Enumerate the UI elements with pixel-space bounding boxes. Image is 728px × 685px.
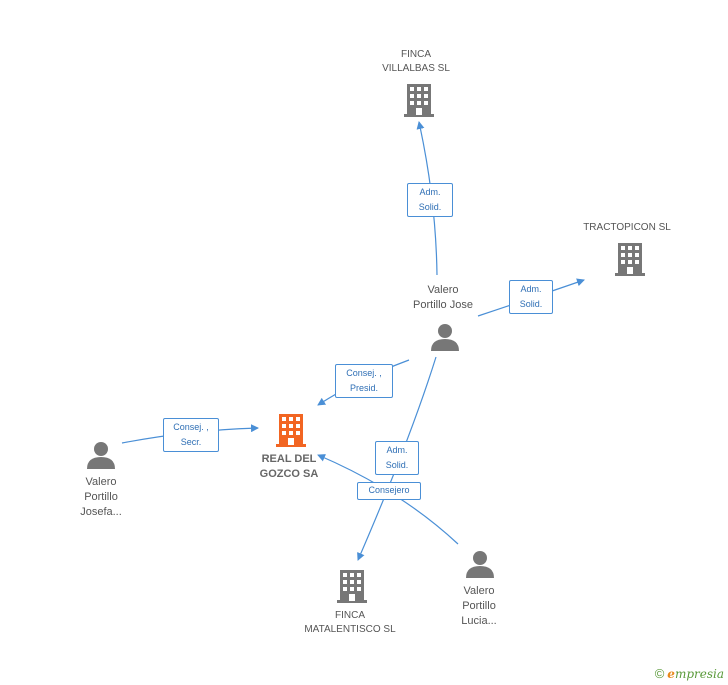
node-label-line: Josefa... (80, 506, 122, 518)
node-label-valero-jose[interactable]: Valero Portillo Jose (393, 283, 493, 313)
edge-label-line: Adm. (386, 445, 408, 455)
node-label-line: Valero (427, 284, 459, 296)
node-label-line: Valero (463, 585, 495, 597)
person-icon (466, 551, 494, 578)
edge-label-line: Consejero (368, 485, 410, 495)
edge-label-line: Adm. (520, 284, 542, 294)
building-icon (404, 84, 434, 117)
node-label-line: Portillo Jose (413, 299, 473, 311)
person-icon (87, 442, 115, 469)
edge-label-jose-tractopicon[interactable]: Adm. Solid. (509, 280, 553, 314)
edge-label-line: Consej. , (346, 368, 382, 378)
edge-label-line: Consej. , (173, 422, 209, 432)
edge-label-jose-matalentisco[interactable]: Adm. Solid. (375, 441, 419, 475)
node-label-line: VILLALBAS SL (382, 63, 450, 74)
copyright-icon: © (654, 666, 665, 681)
node-label-tractopicon[interactable]: TRACTOPICON SL (572, 221, 682, 235)
node-label-line: GOZCO SA (259, 468, 319, 480)
edge-label-line: Solid. (418, 202, 442, 212)
edge-label-josefa-center[interactable]: Consej. , Secr. (163, 418, 219, 452)
edge-label-line: Solid. (385, 460, 409, 470)
node-label-line: Portillo (462, 600, 496, 612)
edges (121, 121, 585, 561)
node-label-center-company[interactable]: REAL DEL GOZCO SA (241, 452, 337, 482)
person-icon (431, 324, 459, 351)
edge-label-line: Adm. (419, 187, 441, 197)
building-icon-highlighted (276, 414, 306, 447)
building-icon (615, 243, 645, 276)
node-label-line: REAL DEL (261, 453, 317, 465)
node-label-finca-villalbas[interactable]: FINCA VILLALBAS SL (366, 48, 466, 76)
edge-label-line: Presid. (349, 383, 378, 393)
node-label-valero-josefa[interactable]: Valero Portillo Josefa... (56, 475, 146, 520)
edge-label-lucia-center[interactable]: Consejero (357, 482, 421, 500)
node-label-line: Portillo (84, 491, 118, 503)
brand-name: mpresia (674, 667, 724, 681)
brand-logo-initial: e (667, 667, 675, 681)
node-label-line: Lucia... (461, 615, 497, 627)
edge-label-jose-villalbas[interactable]: Adm. Solid. (407, 183, 453, 217)
node-label-line: FINCA (401, 49, 431, 60)
node-label-line: MATALENTISCO SL (304, 624, 396, 635)
node-label-line: TRACTOPICON SL (583, 222, 671, 233)
edge-label-line: Secr. (180, 437, 202, 447)
edge-label-line: Solid. (519, 299, 543, 309)
node-label-valero-lucia[interactable]: Valero Portillo Lucia... (436, 584, 522, 629)
node-label-finca-matalentisco[interactable]: FINCA MATALENTISCO SL (294, 609, 406, 637)
building-icon (337, 570, 367, 603)
footer-brand[interactable]: ©empresia (655, 666, 724, 681)
edge-label-jose-center[interactable]: Consej. , Presid. (335, 364, 393, 398)
node-label-line: FINCA (335, 610, 365, 621)
node-label-line: Valero (85, 476, 117, 488)
